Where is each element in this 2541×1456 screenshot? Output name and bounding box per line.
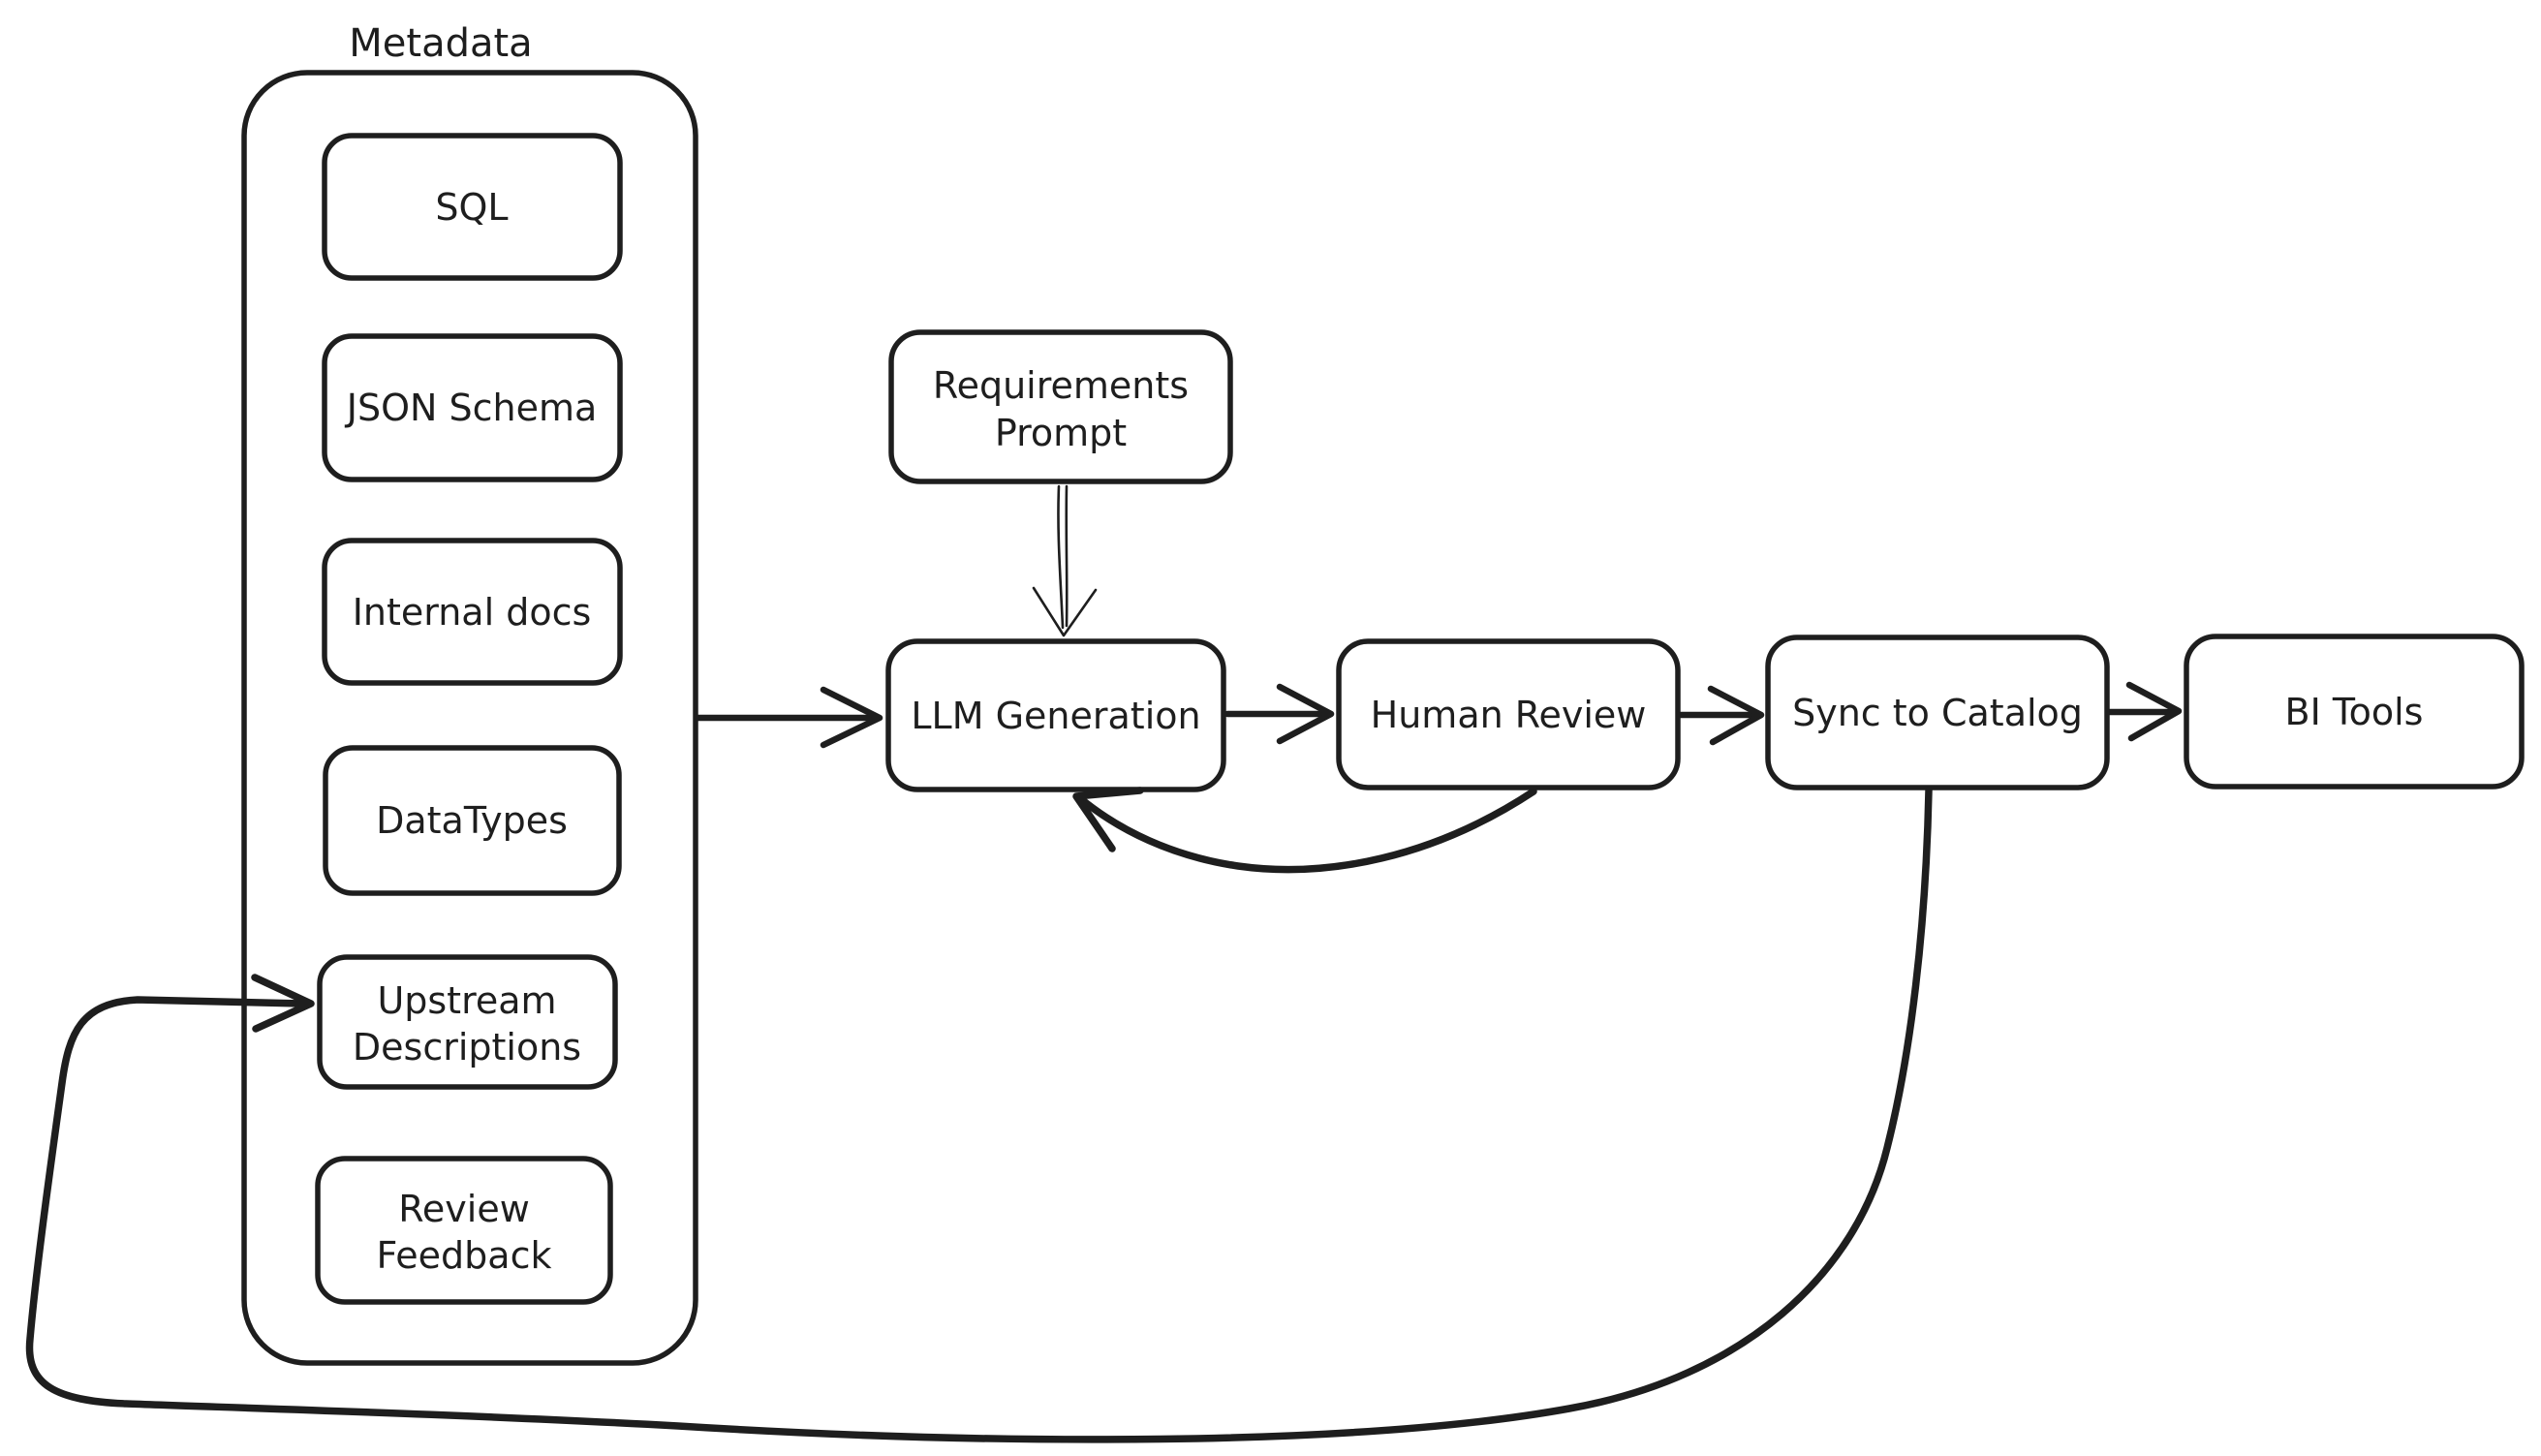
node-review-feedback-label-line1: Review — [398, 1188, 530, 1230]
node-datatypes[interactable]: DataTypes — [323, 745, 622, 896]
node-upstream-descriptions-label-line2: Descriptions — [353, 1026, 581, 1069]
metadata-group: Metadata SQL JSON Schema Internal docs D… — [241, 21, 698, 1366]
node-llm-generation[interactable]: LLM Generation — [885, 638, 1226, 792]
edge-metadata-to-llm[interactable] — [694, 686, 883, 749]
edge-metadata-to-llm-arrowhead[interactable] — [820, 686, 883, 749]
edge-requirements-to-llm-shaft-b[interactable] — [1065, 484, 1069, 628]
node-datatypes-box[interactable] — [323, 745, 622, 896]
node-sync-to-catalog[interactable]: Sync to Catalog — [1765, 635, 2110, 790]
edge-sync-to-upstream-arrowhead[interactable] — [251, 974, 315, 1033]
node-llm-generation-label: LLM Generation — [911, 695, 1200, 737]
node-human-review[interactable]: Human Review — [1336, 638, 1681, 790]
edge-human-review-to-sync[interactable] — [1677, 685, 1765, 746]
node-requirements-prompt-label-line2: Prompt — [995, 412, 1127, 454]
node-upstream-descriptions-box[interactable] — [317, 954, 618, 1090]
node-human-review-label: Human Review — [1371, 694, 1647, 736]
node-review-feedback-box[interactable] — [315, 1156, 613, 1305]
edge-sync-to-bi-tools[interactable] — [2106, 681, 2183, 742]
node-sql[interactable]: SQL — [322, 133, 623, 281]
edge-human-review-to-sync-arrowhead[interactable] — [1707, 685, 1765, 746]
node-upstream-descriptions-label-line1: Upstream — [377, 979, 556, 1022]
node-requirements-prompt[interactable]: Requirements Prompt — [888, 329, 1233, 484]
node-llm-generation-box[interactable] — [885, 638, 1226, 792]
edge-human-review-feedback-to-llm[interactable] — [1072, 787, 1537, 874]
metadata-group-title: Metadata — [349, 21, 532, 66]
node-json-schema-box[interactable] — [322, 333, 623, 482]
node-review-feedback[interactable]: Review Feedback — [315, 1156, 613, 1305]
node-datatypes-label: DataTypes — [376, 799, 568, 842]
edge-llm-to-human-review[interactable] — [1224, 683, 1335, 745]
node-requirements-prompt-label-line1: Requirements — [933, 364, 1189, 407]
node-internal-docs[interactable]: Internal docs — [322, 538, 623, 686]
node-review-feedback-label-line2: Feedback — [377, 1234, 552, 1277]
edge-sync-to-upstream-loop[interactable] — [25, 787, 1933, 1443]
node-bi-tools-label: BI Tools — [2285, 691, 2424, 733]
node-upstream-descriptions[interactable]: Upstream Descriptions — [317, 954, 618, 1090]
node-bi-tools-box[interactable] — [2184, 634, 2525, 790]
edge-sync-to-upstream-shaft[interactable] — [25, 787, 1933, 1443]
edge-human-review-feedback-arrowhead[interactable] — [1072, 787, 1144, 852]
edge-llm-to-human-review-arrowhead[interactable] — [1276, 683, 1335, 745]
node-sql-box[interactable] — [322, 133, 623, 281]
node-json-schema[interactable]: JSON Schema — [322, 333, 623, 482]
edge-requirements-to-llm-arrowhead[interactable] — [1032, 586, 1098, 637]
node-internal-docs-label: Internal docs — [353, 591, 592, 634]
node-sync-to-catalog-label: Sync to Catalog — [1792, 692, 2083, 734]
edge-human-review-feedback-shaft[interactable] — [1076, 788, 1537, 874]
edge-sync-to-bi-tools-arrowhead[interactable] — [2125, 681, 2183, 742]
edge-requirements-to-llm[interactable] — [1032, 484, 1098, 637]
node-json-schema-label: JSON Schema — [345, 387, 598, 429]
node-requirements-prompt-box[interactable] — [888, 329, 1233, 484]
node-internal-docs-box[interactable] — [322, 538, 623, 686]
node-bi-tools[interactable]: BI Tools — [2184, 634, 2525, 790]
node-sql-label: SQL — [435, 186, 508, 229]
edge-requirements-to-llm-shaft-a[interactable] — [1057, 484, 1065, 630]
